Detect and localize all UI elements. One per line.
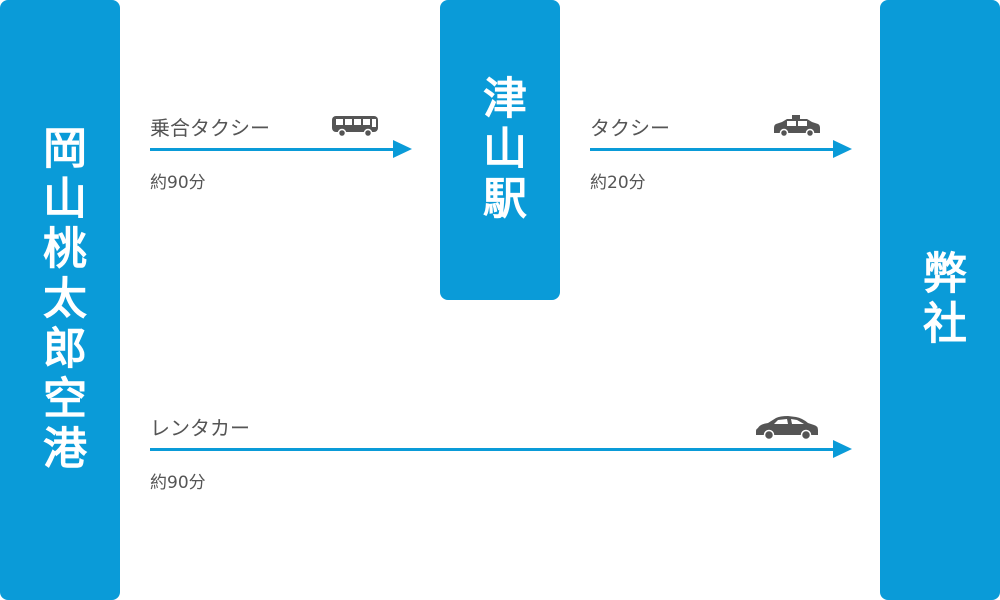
- route-time-label: 約90分: [150, 173, 206, 193]
- route-taxi: タクシー 約20分: [590, 112, 852, 193]
- arrow-line: [590, 148, 836, 151]
- origin-airport-box: 岡山桃太郎空港: [0, 0, 120, 600]
- route-mode-label: レンタカー: [150, 416, 250, 440]
- transfer-station-label: 津山駅: [475, 75, 526, 225]
- arrow-head: [393, 140, 412, 158]
- arrow-line: [150, 448, 836, 451]
- arrow-head: [833, 140, 852, 158]
- origin-airport-label: 岡山桃太郎空港: [35, 125, 86, 475]
- route-shared-taxi: 乗合タクシー 約90分: [150, 112, 412, 193]
- destination-company-label: 弊社: [915, 250, 966, 350]
- car-icon: [756, 416, 818, 441]
- transfer-station-box: 津山駅: [440, 0, 560, 300]
- route-rental-car: レンタカー 約90分: [150, 412, 852, 493]
- bus-icon: [332, 116, 378, 138]
- arrow-head: [833, 440, 852, 458]
- destination-company-box: 弊社: [880, 0, 1000, 600]
- route-mode-label: タクシー: [590, 116, 670, 140]
- taxi-icon: [774, 115, 820, 138]
- arrow-line: [150, 148, 396, 151]
- route-time-label: 約90分: [150, 473, 206, 493]
- route-mode-label: 乗合タクシー: [150, 116, 270, 140]
- route-time-label: 約20分: [590, 173, 646, 193]
